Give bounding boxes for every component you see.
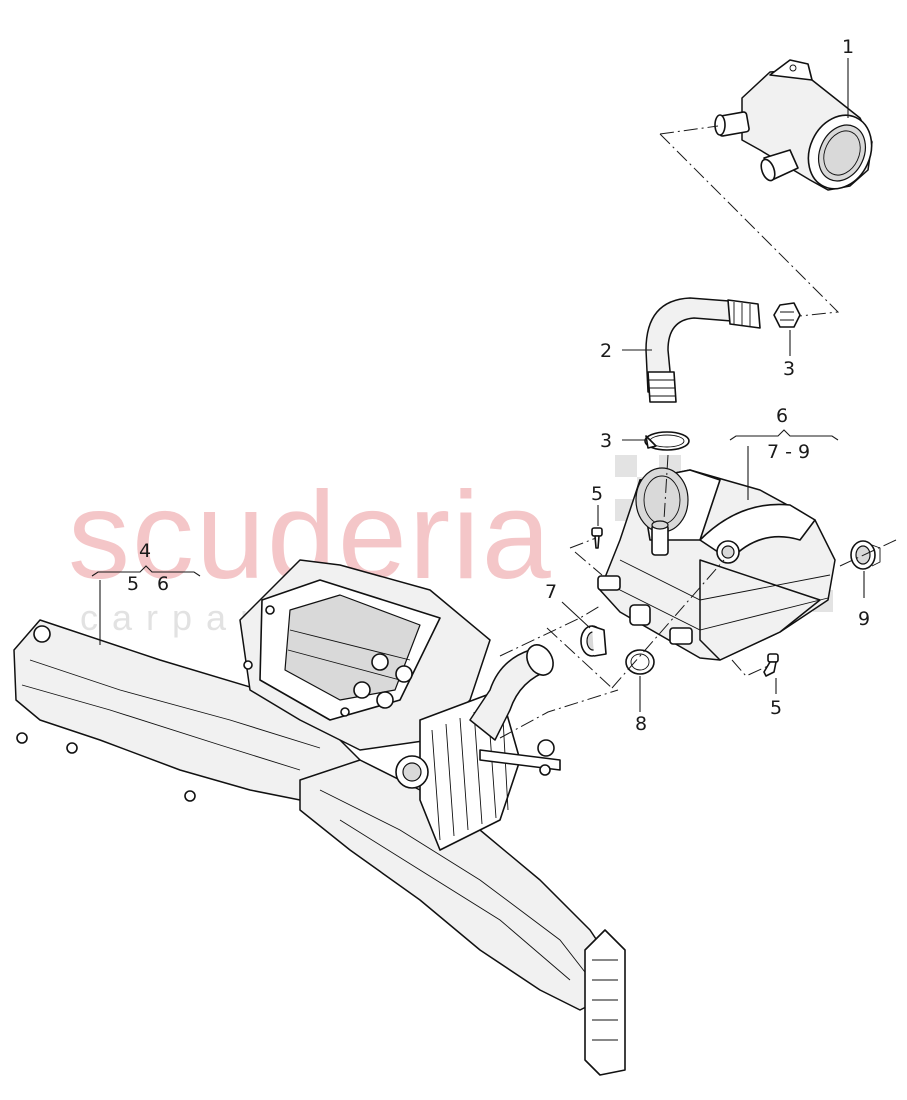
- callout-5-lower: 5: [770, 697, 782, 719]
- part-5-screw-lower: [763, 653, 779, 677]
- callout-9: 9: [858, 608, 870, 630]
- callout-4-sub-6: 6: [157, 573, 169, 595]
- part-8-o-ring: [625, 649, 655, 675]
- leader-lines: [91, 58, 865, 712]
- part-3-clamp-upper: [773, 302, 801, 328]
- callout-3-upper: 3: [783, 358, 795, 380]
- callout-4-sub-5: 5: [127, 573, 139, 595]
- callout-labels: 1 2 3 3 6 7 - 9 5 4 5 6 7 9 5 8: [127, 36, 870, 735]
- part-1-connection-pipe: [714, 59, 873, 191]
- callout-6: 6: [776, 405, 788, 427]
- callout-1: 1: [842, 36, 854, 58]
- part-5-screw-upper: [591, 527, 603, 549]
- callout-5-upper: 5: [591, 483, 603, 505]
- callout-6-sub: 7 - 9: [767, 441, 810, 463]
- part-2-hose: [645, 297, 761, 403]
- part-7-seal: [580, 625, 607, 657]
- callout-4: 4: [139, 540, 151, 562]
- callout-8: 8: [635, 713, 647, 735]
- dash-lines: [499, 125, 897, 739]
- part-9-grommet: [850, 540, 881, 570]
- part-3-clamp-lower: [644, 431, 690, 451]
- callout-3-lower: 3: [600, 430, 612, 452]
- part-6-oil-separator: [597, 467, 836, 661]
- callout-7: 7: [545, 581, 557, 603]
- part-4-air-duct-assembly: [13, 559, 626, 1076]
- callout-2: 2: [600, 340, 612, 362]
